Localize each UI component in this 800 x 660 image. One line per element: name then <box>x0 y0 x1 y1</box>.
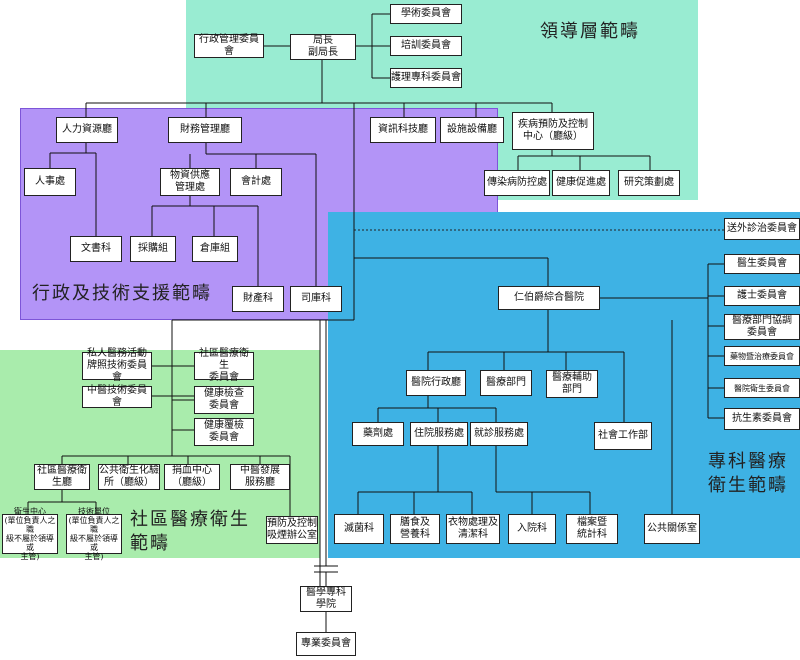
it-department-box: 資訊科技廳 <box>370 117 436 143</box>
documents-section-box: 文書科 <box>70 236 122 262</box>
antibiotic-committee-box: 抗生素委員會 <box>724 408 800 430</box>
health-promotion-division-box: 健康促進處 <box>552 170 610 196</box>
medical-departments-box: 醫療部門 <box>480 370 532 396</box>
community-hygiene-committee-box: 社區醫療衛生 委員會 <box>194 348 254 383</box>
academic-committee-box: 學術委員會 <box>390 4 462 24</box>
outside-diagnosis-committee-box: 送外診治委員會 <box>724 218 800 240</box>
hospital-box: 仁伯爵綜合醫院 <box>498 286 600 310</box>
catering-section-box: 膳食及 營養科 <box>390 514 440 544</box>
nurse-committee-box: 護士委員會 <box>724 286 800 306</box>
inpatient-services-division-box: 住院服務處 <box>410 422 468 446</box>
social-work-department-box: 社會工作部 <box>594 422 652 450</box>
nursing-college-box: 醫學專科 學院 <box>300 586 352 612</box>
admin-region-title: 行政及技術支援範疇 <box>32 283 212 304</box>
property-section-box: 財產科 <box>232 286 284 312</box>
doctor-committee-box: 醫生委員會 <box>724 254 800 274</box>
pharmacy-division-box: 藥劑處 <box>352 422 404 446</box>
treasury-section-box: 司庫科 <box>290 286 342 312</box>
tcm-development-office-box: 中醫發展 服務廳 <box>230 464 290 490</box>
records-section-box: 檔案暨 統計科 <box>566 514 618 544</box>
community-hygiene-department-box: 社區醫療衛 生廳 <box>34 464 90 490</box>
laundry-section-box: 衣物處理及 清潔科 <box>446 514 500 544</box>
pharmacy-therapeutics-committee-box: 藥物暨治療委員會 <box>724 346 800 366</box>
hospital-admin-department-box: 醫院行政廳 <box>406 370 466 396</box>
health-centers-box: 衛生中心 (單位負責人之職 級不屬於領導或 主管) <box>2 507 58 561</box>
procurement-division-box: 物資供應 管理處 <box>160 168 220 196</box>
warehouse-group-box: 倉庫組 <box>192 236 238 262</box>
facilities-department-box: 設施設備廳 <box>440 117 504 143</box>
finance-department-box: 財務管理廳 <box>168 117 242 143</box>
public-relations-office-box: 公共關係室 <box>644 514 700 544</box>
admin-management-committee-box: 行政管理委員會 <box>194 34 264 58</box>
technical-units-box: 技術單位 (單位負責人之職 級不屬於領導或 主管) <box>66 507 122 561</box>
nursing-committee-box: 護理專科委員會 <box>390 68 462 88</box>
director-box: 局長 副局長 <box>290 34 356 60</box>
cdc-box: 疾病預防及控制 中心（廳級） <box>512 112 594 150</box>
training-committee-box: 培訓委員會 <box>390 36 462 56</box>
private-medical-committee-box: 私人醫務活動 牌照技術委員會 <box>82 348 152 383</box>
accounting-division-box: 會計處 <box>230 168 282 196</box>
blood-center-box: 捐血中心 （廳級） <box>164 464 220 490</box>
leadership-region-title: 領導層範疇 <box>540 21 640 42</box>
sterilization-section-box: 滅菌科 <box>334 514 384 544</box>
health-recheck-committee-box: 健康覆檢 委員會 <box>194 418 254 446</box>
purchasing-group-box: 採購組 <box>130 236 176 262</box>
hospital-hygiene-committee-box: 醫院衛生委員會 <box>724 378 800 398</box>
specialist-committee-box: 專業委員會 <box>296 632 356 656</box>
public-lab-box: 公共衛生化驗 所（廳級） <box>98 464 160 490</box>
health-check-committee-box: 健康檢查 委員會 <box>194 386 254 414</box>
tcm-technical-committee-box: 中醫技術委員會 <box>82 385 152 408</box>
research-division-box: 研究策劃處 <box>618 170 680 196</box>
outpatient-services-division-box: 就診服務處 <box>470 422 528 446</box>
admission-section-box: 入院科 <box>508 514 556 544</box>
hr-department-box: 人力資源廳 <box>56 117 118 143</box>
medical-auxiliary-departments-box: 醫療輔助 部門 <box>546 370 598 398</box>
medical-region-title: 專科醫療 衛生範疇 <box>708 451 788 496</box>
community-region-title: 社區醫療衛生 範疇 <box>130 509 250 554</box>
department-coordination-committee-box: 醫療部門協調 委員會 <box>724 314 800 340</box>
infectious-disease-division-box: 傳染病防控處 <box>484 170 550 196</box>
personnel-division-box: 人事處 <box>24 168 76 196</box>
smoking-prevention-office-box: 預防及控制 吸煙辦公室 <box>266 516 318 544</box>
